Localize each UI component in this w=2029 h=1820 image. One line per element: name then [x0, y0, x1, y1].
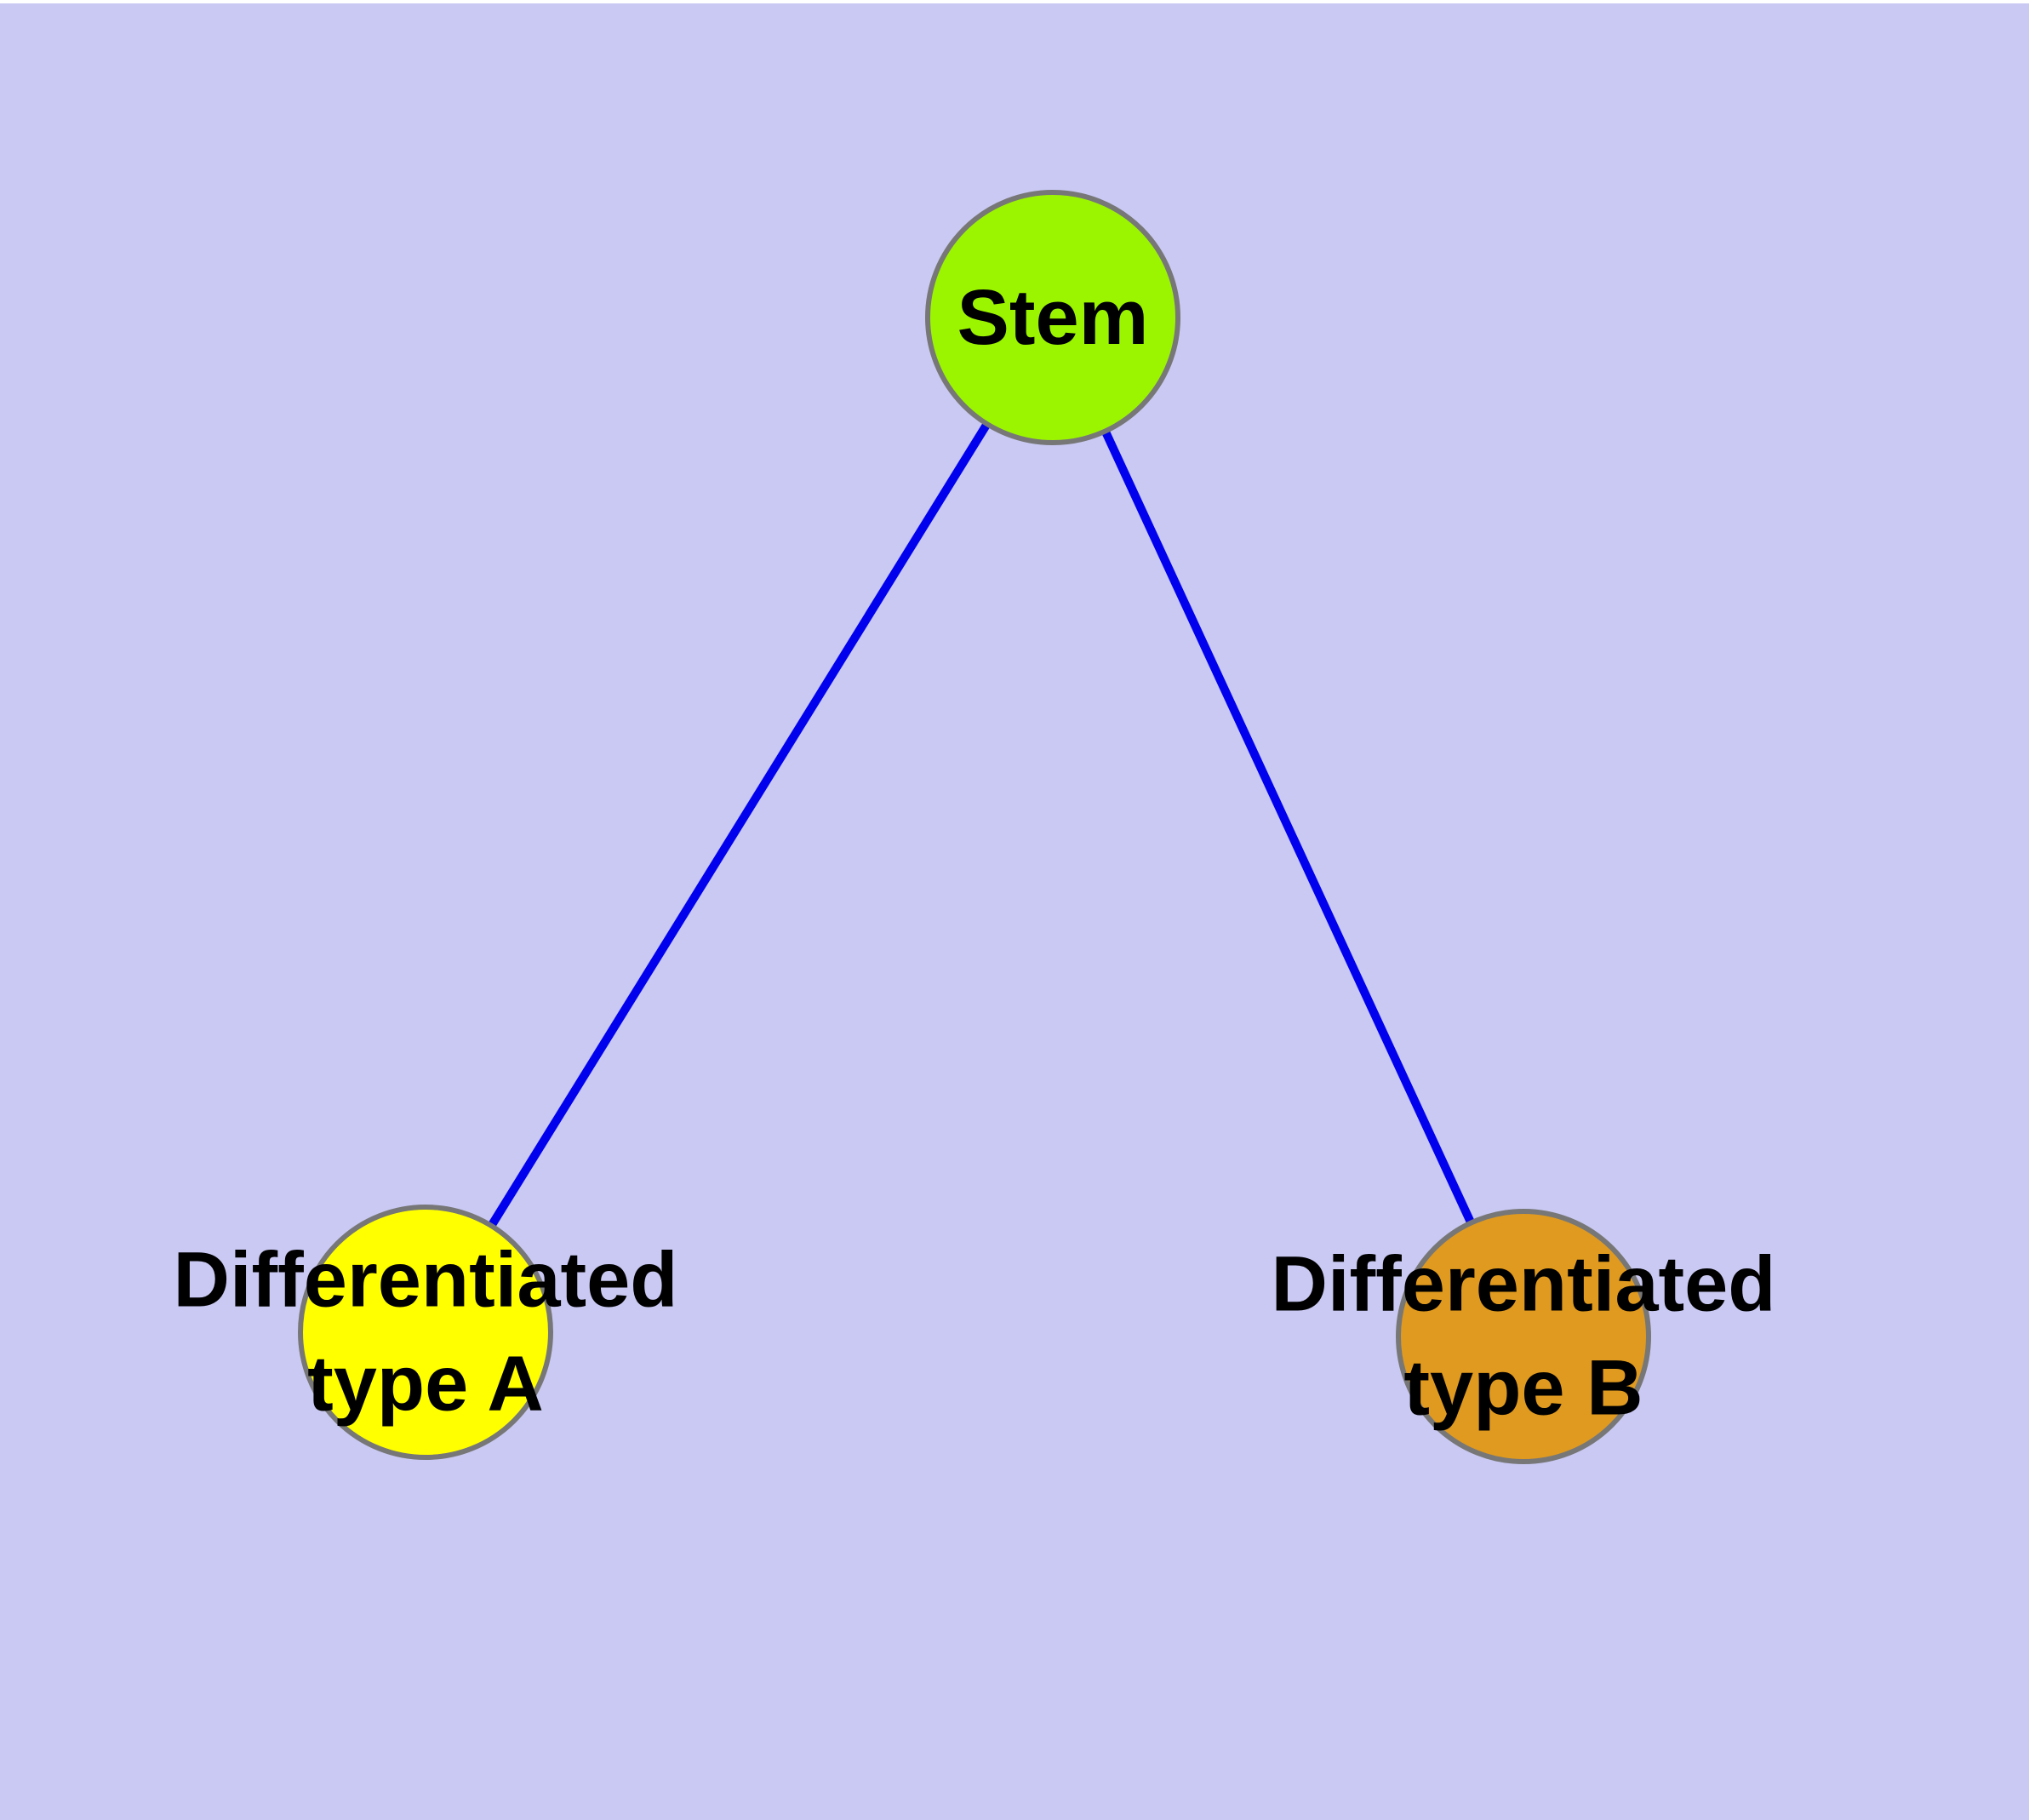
type-a-circle [298, 1205, 553, 1460]
stem-circle [925, 190, 1180, 445]
node-differentiated-type-a[interactable]: Differentiated type A [174, 1205, 677, 1460]
top-margin-strip [0, 0, 2029, 3]
node-stem[interactable]: Stem [925, 190, 1180, 445]
node-differentiated-type-b[interactable]: Differentiated type B [1272, 1209, 1775, 1464]
edge-stem-to-typeA [421, 315, 1057, 1335]
stem-label: Stem [957, 273, 1149, 361]
type-a-label: Differentiated type A [173, 1236, 678, 1428]
diagram-canvas: Stem Differentiated type A Differentiate… [0, 3, 2029, 1820]
type-b-label: Differentiated type B [1271, 1240, 1776, 1432]
edge-stem-to-typeB [1049, 315, 1528, 1339]
type-b-circle [1396, 1209, 1651, 1464]
